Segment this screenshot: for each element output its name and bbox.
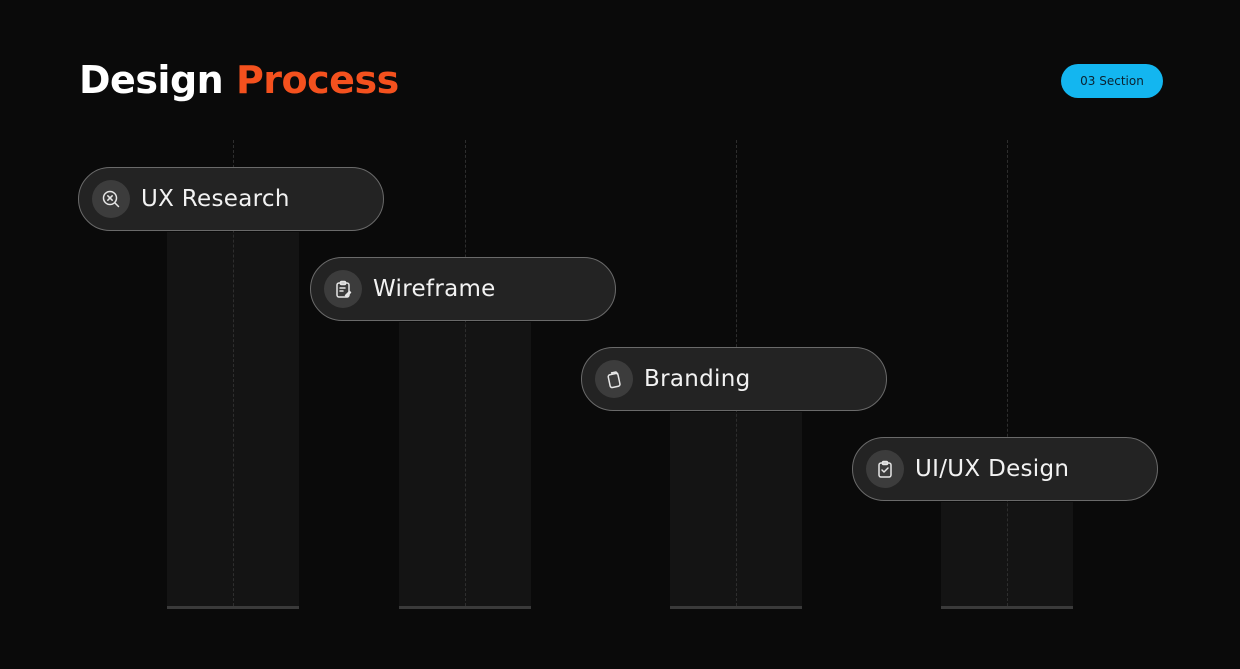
title-main: Design <box>79 58 224 102</box>
page-title: Design Process <box>79 57 399 103</box>
clipboard-check-icon <box>866 450 904 488</box>
step-pill-branding: Branding <box>581 347 887 411</box>
title-accent: Process <box>235 58 399 102</box>
step-pill-ui-ux-design: UI/UX Design <box>852 437 1158 501</box>
step-label: Branding <box>644 366 751 392</box>
guide-line-4 <box>1007 140 1008 606</box>
step-label: UX Research <box>141 186 290 212</box>
guide-line-1 <box>233 140 234 606</box>
guide-line-2 <box>465 140 466 606</box>
section-badge: 03 Section <box>1061 64 1163 98</box>
step-label: Wireframe <box>373 276 496 302</box>
search-x-icon <box>92 180 130 218</box>
step-pill-wireframe: Wireframe <box>310 257 616 321</box>
step-label: UI/UX Design <box>915 456 1070 482</box>
step-pill-ux-research: UX Research <box>78 167 384 231</box>
clipboard-edit-icon <box>324 270 362 308</box>
cards-icon <box>595 360 633 398</box>
